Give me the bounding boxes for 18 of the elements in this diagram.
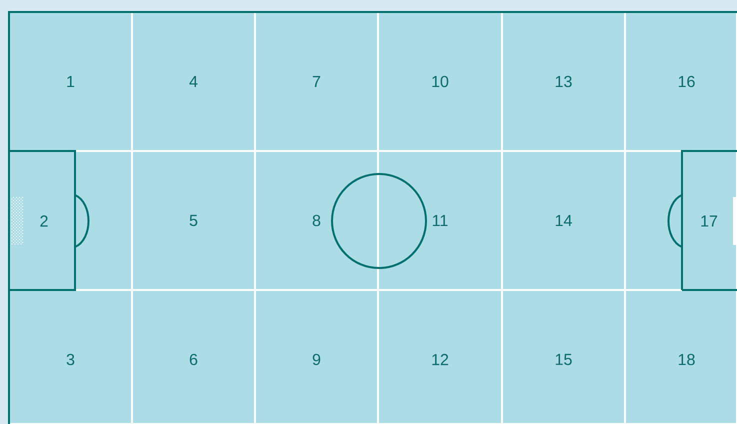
zone-cell: 16 — [624, 11, 737, 152]
zone-cell: 11 — [377, 150, 503, 291]
zone-cell: 15 — [501, 289, 626, 424]
zone-cell: 3 — [8, 289, 133, 424]
zone-cell: 4 — [131, 11, 256, 152]
zone-cell: 10 — [377, 11, 503, 152]
zone-cell: 2 — [8, 150, 133, 291]
zone-cell: 12 — [377, 289, 503, 424]
zone-cell: 6 — [131, 289, 256, 424]
zone-cell: 7 — [254, 11, 379, 152]
zone-cell: 18 — [624, 289, 737, 424]
zone-cell: 17 — [624, 150, 737, 291]
zone-cell: 5 — [131, 150, 256, 291]
zone-cell: 14 — [501, 150, 626, 291]
zone-cell: 9 — [254, 289, 379, 424]
zone-cell: 8 — [254, 150, 379, 291]
zone-cell: 13 — [501, 11, 626, 152]
zone-cell: 1 — [8, 11, 133, 152]
